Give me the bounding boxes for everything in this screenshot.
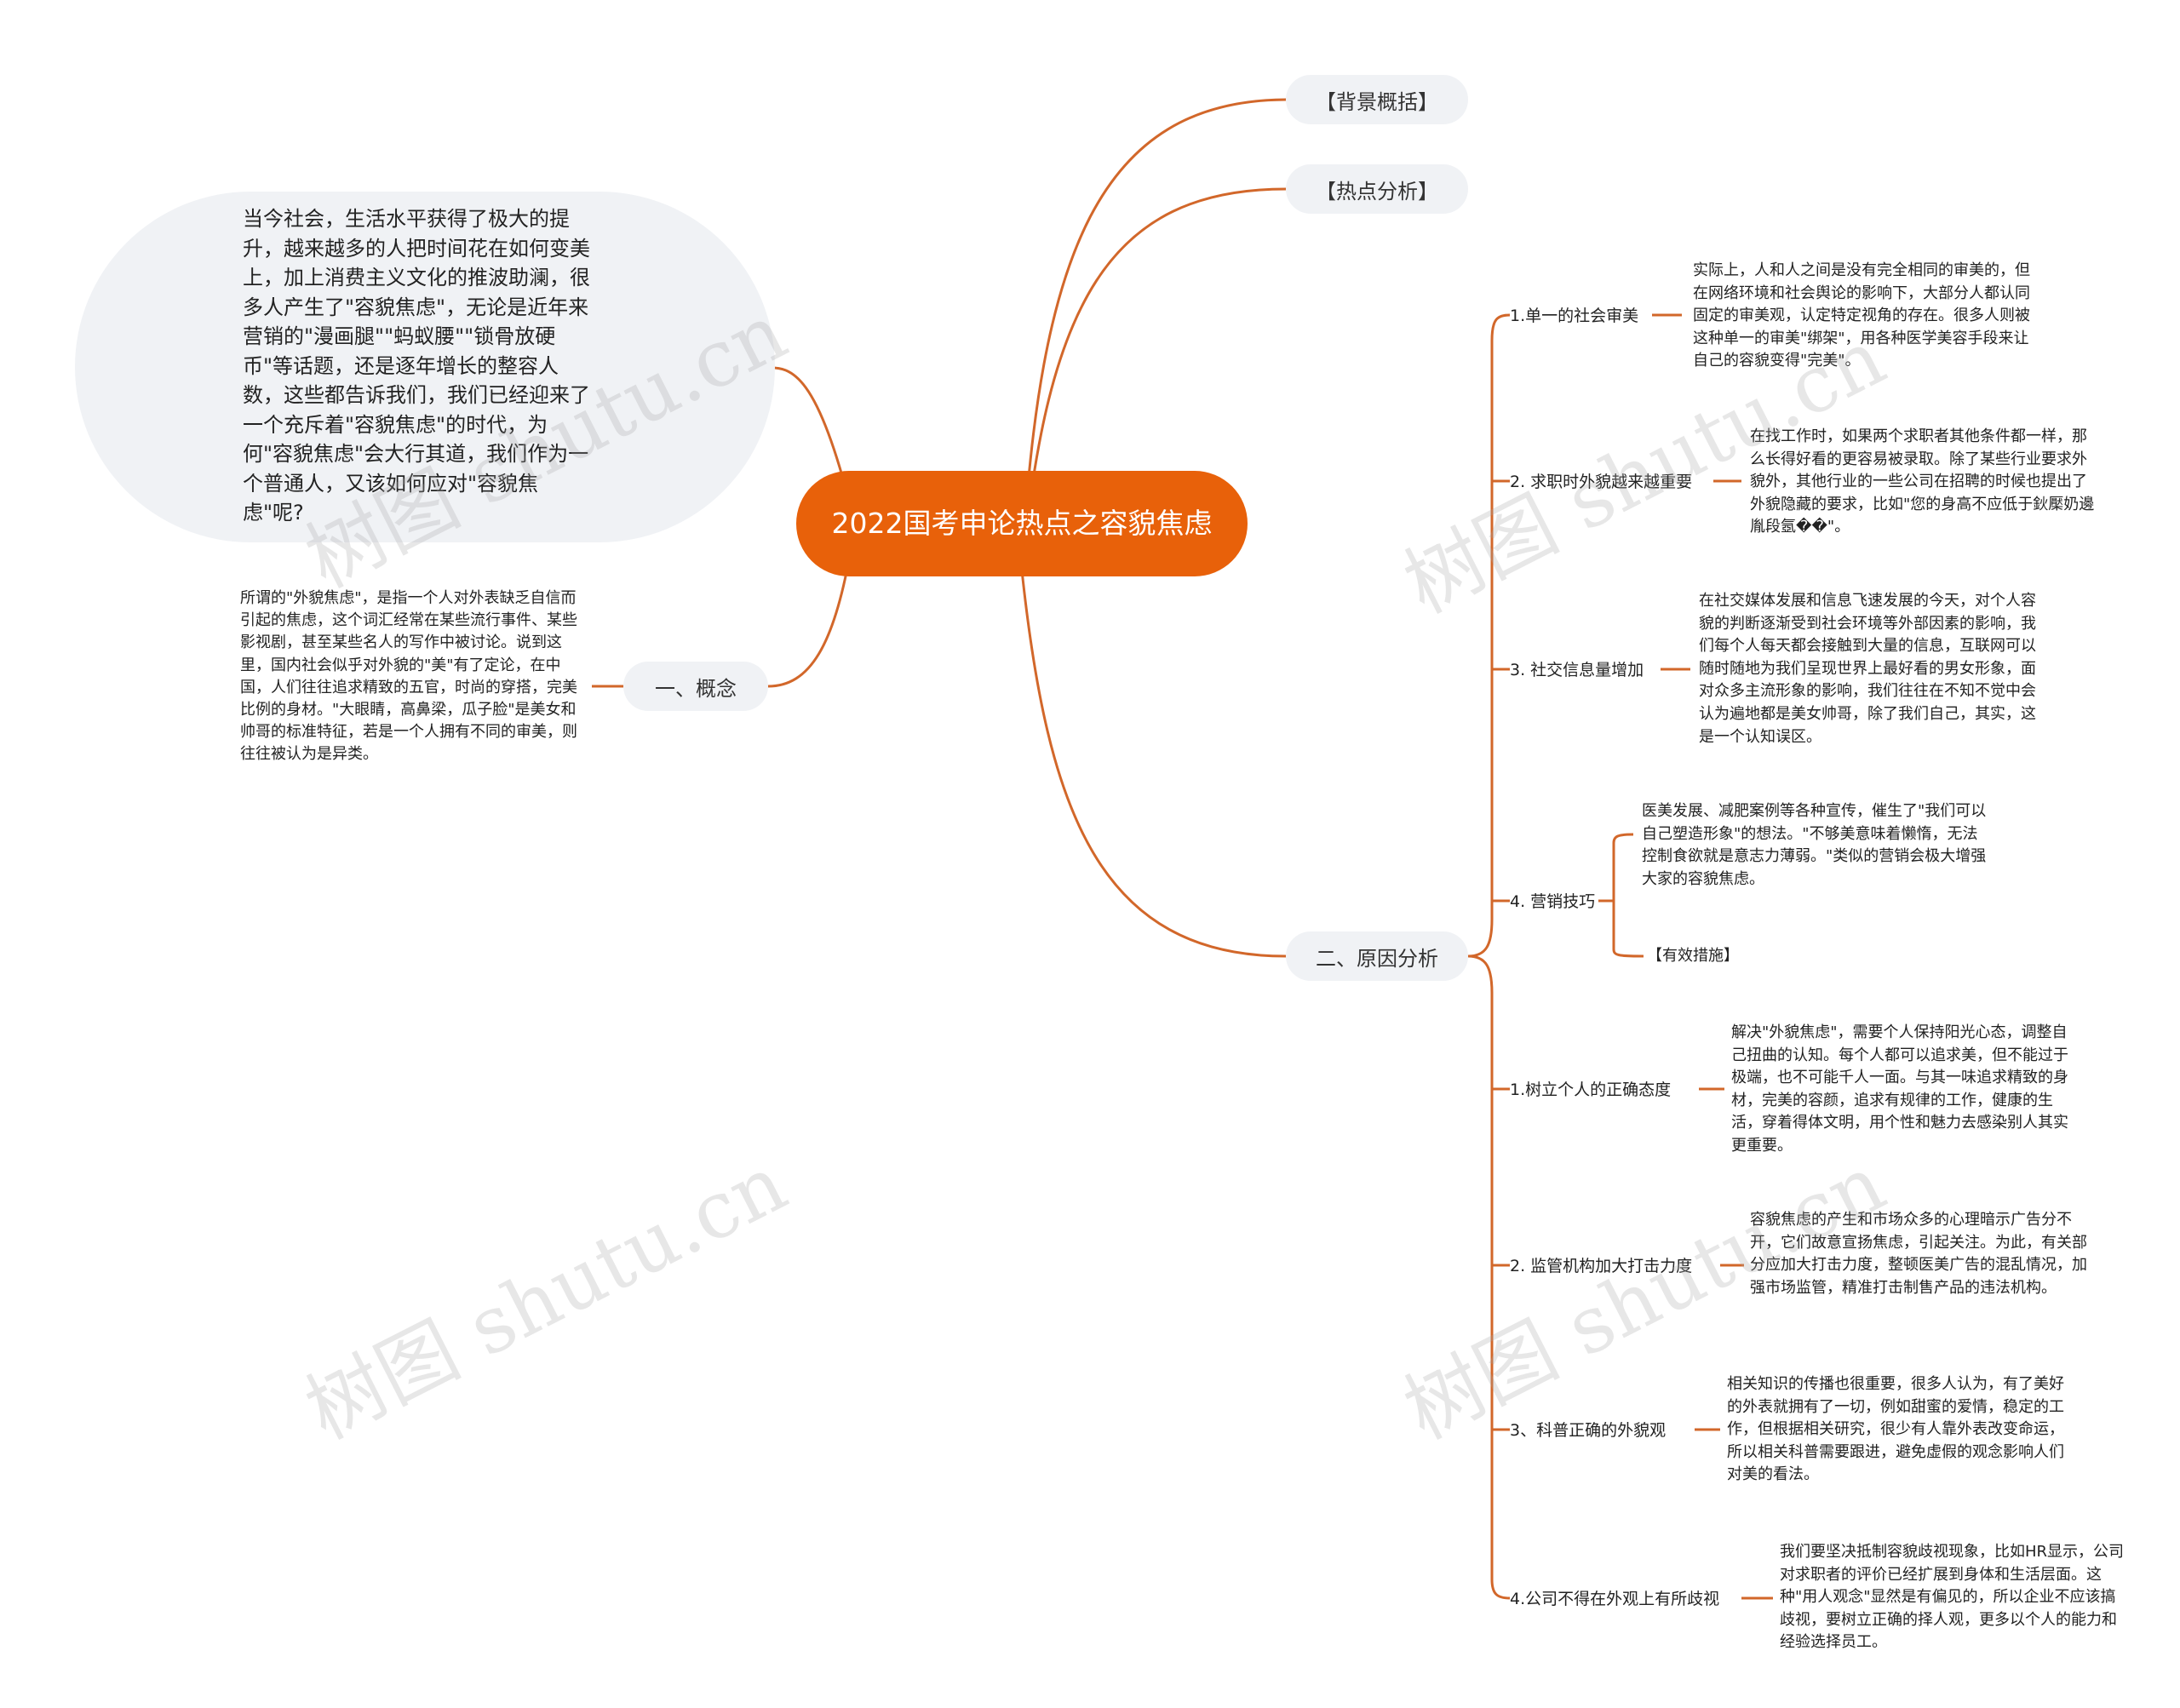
sub-branch-science-popularization[interactable]: 3、科普正确的外貌观 — [1510, 1421, 1667, 1440]
central-topic-label: 2022国考申论热点之容貌焦虑 — [831, 507, 1213, 540]
sub-branch-personal-attitude[interactable]: 1.树立个人的正确态度 — [1510, 1080, 1672, 1099]
branch-label: 【热点分析】 — [1316, 179, 1438, 203]
sub-branch-text: 在社交媒体发展和信息飞速发展的今天，对个人容貌的判断逐渐受到社会环境等外部因素的… — [1699, 592, 2036, 746]
branch-label: 一、概念 — [655, 676, 737, 701]
edge-trunk-up — [1467, 313, 1511, 958]
edge-central-hotspot — [1020, 187, 1287, 571]
edge-marketing-down — [1612, 901, 1644, 958]
branch-hotspot-analysis[interactable]: 【热点分析】 — [1286, 164, 1468, 214]
branch-background-summary[interactable]: 【背景概括】 — [1286, 75, 1468, 124]
edge-marketing-up — [1598, 833, 1634, 903]
sub-branch-marketing[interactable]: 4. 营销技巧 — [1510, 892, 1596, 911]
sub-branch-text: 容貌焦虑的产生和市场众多的心理暗示广告分不开，它们故意宣扬焦虑，引起关注。为此，… — [1750, 1211, 2087, 1297]
edge-central-cause — [1020, 570, 1287, 958]
sub-branch-no-discrimination[interactable]: 4.公司不得在外观上有所歧视 — [1510, 1590, 1720, 1608]
sub-branch-text: 医美发展、减肥案例等各种宣传，催生了"我们可以自己塑造形象"的想法。"不够美意味… — [1642, 802, 1987, 888]
sub-branch-regulation[interactable]: 2. 监管机构加大打击力度 — [1510, 1257, 1693, 1275]
sub-branch-social-info[interactable]: 3. 社交信息量增加 — [1510, 661, 1644, 679]
intro-text: 当今社会，生活水平获得了极大的提升，越来越多的人把时间花在如何变美上，加上消费主… — [243, 207, 590, 524]
branch-cause-analysis[interactable]: 二、原因分析 — [1286, 931, 1468, 981]
effective-measures-label[interactable]: 【有效措施】 — [1647, 947, 1739, 965]
sub-branch-text: 实际上，人和人之间是没有完全相同的审美的，但在网络环境和社会舆论的影响下，大部分… — [1693, 261, 2030, 370]
branch-label: 二、原因分析 — [1316, 946, 1438, 971]
central-topic[interactable]: 2022国考申论热点之容貌焦虑 — [796, 471, 1248, 576]
branch-concept[interactable]: 一、概念 — [623, 662, 768, 711]
edge-central-intro — [766, 366, 853, 512]
sub-branch-text: 在找工作时，如果两个求职者其他条件都一样，那么长得好看的更容易被录取。除了某些行… — [1750, 427, 2095, 536]
sub-branch-text: 解决"外貌焦虑"，需要个人保持阳光心态，调整自己扭曲的认知。每个人都可以追求美，… — [1731, 1023, 2068, 1155]
sub-branch-text: 相关知识的传播也很重要，很多人认为，有了美好的外表就拥有了一切，例如甜蜜的爱情，… — [1727, 1375, 2064, 1484]
intro-bubble[interactable] — [75, 192, 775, 542]
edge-central-concept — [767, 544, 853, 688]
sub-branch-text: 我们要坚决抵制容貌歧视现象，比如HR显示，公司对求职者的评价已经扩展到身体和生活… — [1780, 1543, 2125, 1652]
concept-text: 所谓的"外貌焦虑"，是指一个人对外表缺乏自信而引起的焦虑，这个词汇经常在某些流行… — [240, 589, 577, 764]
edge-central-background — [1020, 98, 1287, 571]
edge-trunk-down — [1467, 954, 1511, 1600]
sub-branch-job-appearance[interactable]: 2. 求职时外貌越来越重要 — [1510, 473, 1693, 491]
sub-branch-single-aesthetic[interactable]: 1.单一的社会审美 — [1510, 307, 1639, 325]
branch-label: 【背景概括】 — [1316, 89, 1438, 114]
